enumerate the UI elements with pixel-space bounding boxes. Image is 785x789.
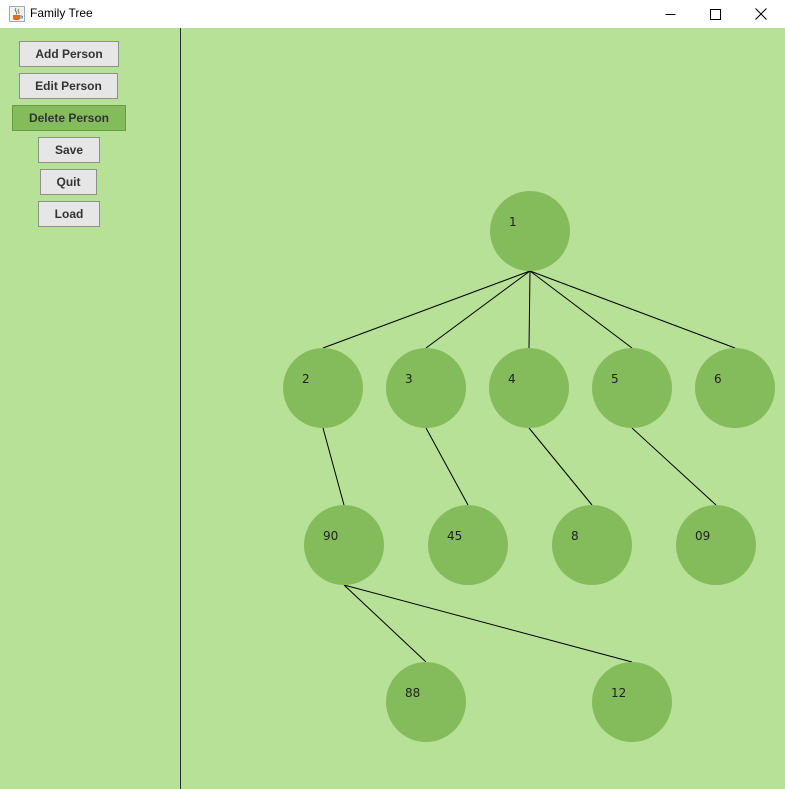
person-node[interactable]: 6 — [695, 348, 775, 428]
person-node-label: 4 — [508, 372, 516, 386]
person-node[interactable]: 88 — [386, 662, 466, 742]
edit-person-button[interactable]: Edit Person — [19, 73, 118, 99]
person-node-label: 5 — [611, 372, 619, 386]
person-node[interactable]: 1 — [490, 191, 570, 271]
person-node-label: 88 — [405, 686, 420, 700]
tree-edge — [322, 270, 531, 349]
tree-edge — [528, 270, 531, 349]
person-node-circle[interactable] — [386, 348, 466, 428]
person-node[interactable]: 2 — [283, 348, 363, 428]
person-node-circle[interactable] — [695, 348, 775, 428]
add-person-button[interactable]: Add Person — [19, 41, 119, 67]
window-title: Family Tree — [30, 6, 93, 20]
minimize-icon — [665, 13, 676, 15]
person-node[interactable]: 12 — [592, 662, 672, 742]
tree-edge — [343, 584, 427, 663]
quit-button[interactable]: Quit — [40, 169, 97, 195]
sidebar: Add Person Edit Person Delete Person Sav… — [0, 28, 180, 789]
delete-person-button[interactable]: Delete Person — [12, 105, 126, 131]
title-bar[interactable]: Family Tree — [0, 0, 785, 28]
java-cup-icon — [9, 6, 25, 22]
person-node[interactable]: 45 — [428, 505, 508, 585]
person-node-circle[interactable] — [386, 662, 466, 742]
person-node-label: 1 — [509, 215, 517, 229]
tree-edge — [528, 427, 593, 506]
person-node-label: 90 — [323, 529, 338, 543]
person-node-label: 12 — [611, 686, 626, 700]
person-node[interactable]: 8 — [552, 505, 632, 585]
person-node-circle[interactable] — [428, 505, 508, 585]
close-button[interactable] — [738, 0, 783, 28]
person-node-circle[interactable] — [592, 348, 672, 428]
person-node-circle[interactable] — [592, 662, 672, 742]
person-node-label: 45 — [447, 529, 462, 543]
person-node-label: 2 — [302, 372, 310, 386]
person-node[interactable]: 5 — [592, 348, 672, 428]
person-node[interactable]: 90 — [304, 505, 384, 585]
person-node-circle[interactable] — [304, 505, 384, 585]
maximize-icon — [710, 8, 721, 20]
tree-edge — [425, 427, 469, 506]
tree-edge — [322, 427, 345, 506]
load-button[interactable]: Load — [38, 201, 100, 227]
tree-edge — [343, 584, 633, 663]
person-node-circle[interactable] — [676, 505, 756, 585]
close-icon — [754, 8, 767, 20]
minimize-button[interactable] — [648, 0, 693, 28]
person-node-circle[interactable] — [283, 348, 363, 428]
tree-edge — [529, 270, 633, 349]
tree-edge — [631, 427, 717, 506]
content-area: Add Person Edit Person Delete Person Sav… — [0, 28, 785, 789]
person-node-circle[interactable] — [552, 505, 632, 585]
person-node-label: 6 — [714, 372, 722, 386]
maximize-button[interactable] — [693, 0, 738, 28]
person-node-circle[interactable] — [490, 191, 570, 271]
person-node[interactable]: 09 — [676, 505, 756, 585]
tree-edge — [529, 270, 736, 349]
person-node[interactable]: 4 — [489, 348, 569, 428]
save-button[interactable]: Save — [38, 137, 100, 163]
tree-edge — [425, 270, 531, 349]
panel-divider — [180, 28, 181, 789]
person-node-label: 8 — [571, 529, 579, 543]
person-node[interactable]: 3 — [386, 348, 466, 428]
person-node-circle[interactable] — [489, 348, 569, 428]
person-node-label: 09 — [695, 529, 710, 543]
person-node-label: 3 — [405, 372, 413, 386]
